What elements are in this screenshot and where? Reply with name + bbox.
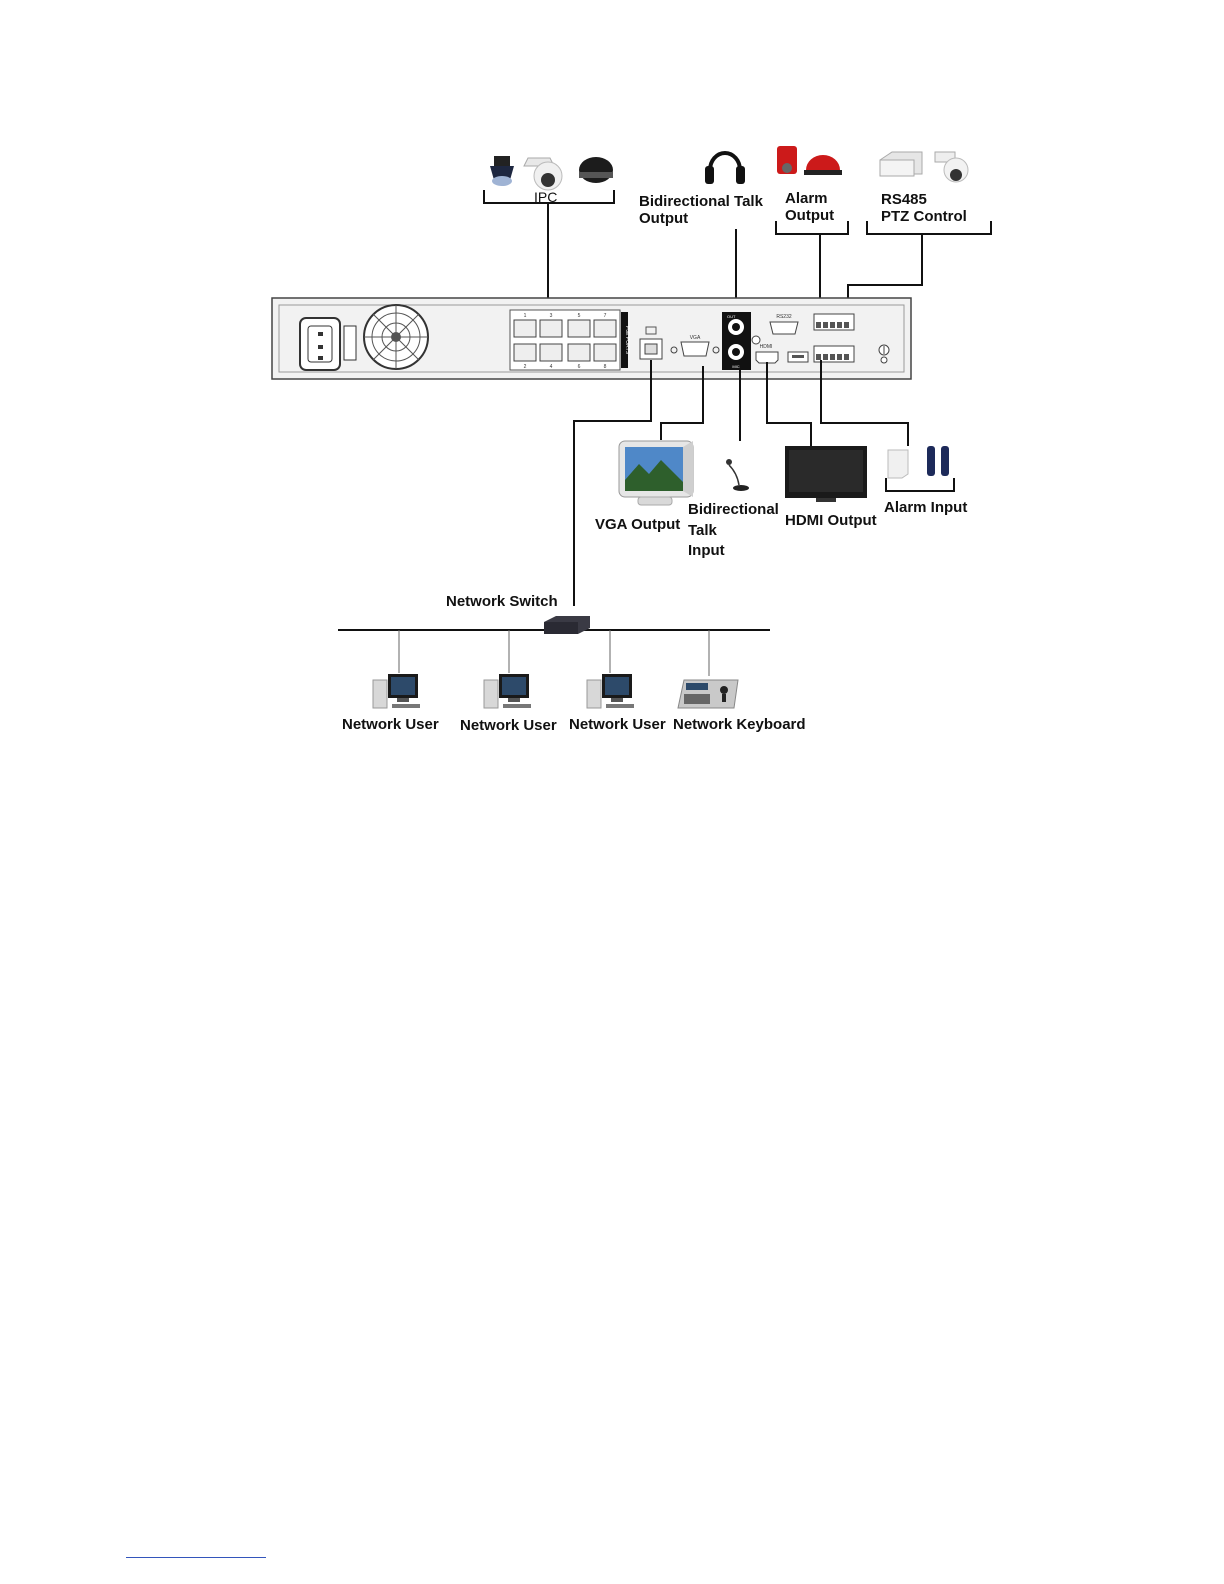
alarm-detector-icon bbox=[888, 446, 949, 478]
ipc-cameras-icon bbox=[490, 156, 613, 190]
audio-in-label: MIC bbox=[732, 364, 739, 369]
vga-output-label: VGA Output bbox=[595, 515, 680, 534]
nvr-rear-panel: 1 3 5 7 2 4 6 8 PoE PORTS VGA bbox=[272, 298, 911, 379]
talk-input-label-line3: Input bbox=[688, 541, 725, 560]
network-drop-lines bbox=[399, 630, 709, 676]
network-user-label-1: Network User bbox=[342, 715, 439, 734]
poe-port-number-7: 7 bbox=[604, 313, 607, 319]
poe-port-number-1: 1 bbox=[524, 313, 527, 319]
poe-ports: 1 3 5 7 2 4 6 8 PoE PORTS bbox=[510, 310, 630, 370]
usb-port-icon bbox=[788, 352, 808, 362]
ptz-camera-icon bbox=[880, 152, 968, 182]
talk-input-label-line2: Talk bbox=[688, 521, 717, 540]
network-keyboard-label: Network Keyboard bbox=[673, 715, 806, 734]
hdmi-output-label: HDMI Output bbox=[785, 511, 877, 530]
poe-ports-label: PoE PORTS bbox=[624, 326, 630, 355]
poe-port-number-8: 8 bbox=[604, 364, 607, 370]
vga-monitor-icon bbox=[619, 441, 693, 505]
network-switch-icon bbox=[544, 616, 590, 634]
poe-port-number-3: 3 bbox=[550, 313, 553, 319]
network-user-pc-icon-3 bbox=[587, 674, 634, 708]
network-user-pc-icon-1 bbox=[373, 674, 420, 708]
poe-port-number-4: 4 bbox=[550, 364, 553, 370]
alarm-input-label: Alarm Input bbox=[884, 498, 967, 517]
poe-port-number-6: 6 bbox=[578, 364, 581, 370]
rs232-port-label: RS232 bbox=[776, 314, 792, 320]
network-user-label-3: Network User bbox=[569, 715, 666, 734]
microphone-icon bbox=[726, 459, 749, 491]
talk-input-label-line1: Bidirectional bbox=[688, 500, 779, 519]
audio-out-label: OUT bbox=[727, 314, 736, 319]
footnote-separator bbox=[126, 1557, 266, 1558]
rs485-label-line2: PTZ Control bbox=[881, 207, 967, 226]
network-switch-label: Network Switch bbox=[446, 592, 558, 611]
hdmi-tv-icon bbox=[785, 446, 867, 502]
poe-port-number-5: 5 bbox=[578, 313, 581, 319]
network-user-label-2: Network User bbox=[460, 716, 557, 735]
ipc-label: IPC bbox=[534, 188, 557, 207]
fan-grille-icon bbox=[364, 305, 428, 369]
alarm-siren-icon bbox=[777, 146, 842, 175]
talk-output-label-line2: Output bbox=[639, 209, 688, 228]
network-user-pc-icon-2 bbox=[484, 674, 531, 708]
hdmi-port-label: HDMI bbox=[760, 344, 773, 350]
poe-port-number-2: 2 bbox=[524, 364, 527, 370]
alarm-output-label-line2: Output bbox=[785, 206, 834, 225]
headphones-icon bbox=[705, 153, 745, 184]
vga-port-label: VGA bbox=[690, 335, 701, 341]
network-keyboard-icon bbox=[678, 680, 738, 708]
